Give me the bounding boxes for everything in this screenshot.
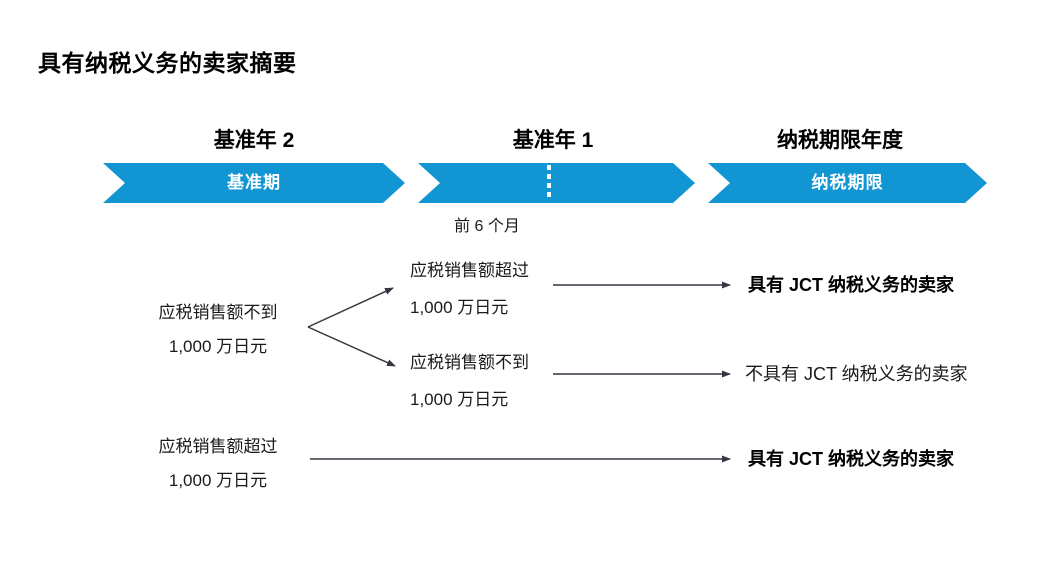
first-six-months-label: 前 6 个月 (454, 218, 520, 235)
node-base-year1-sales-under-line1: 应税销售额不到 (410, 353, 529, 372)
node-base-year2-sales-under: 应税销售额不到 1,000 万日元 (128, 296, 308, 364)
timeline-header-tax-period-year: 纳税期限年度 (777, 129, 903, 152)
six-month-divider-line (547, 165, 551, 201)
node-base-year1-sales-under-line2: 1,000 万日元 (410, 390, 509, 409)
timeline-bar-tax-period-label: 纳税期限 (811, 173, 884, 192)
timeline-bar-base-year-1 (418, 163, 695, 203)
page-title: 具有纳税义务的卖家摘要 (38, 50, 297, 76)
outcome-liable-seller-1: 具有 JCT 纳税义务的卖家 (748, 275, 955, 295)
node-base-year1-sales-over-line2: 1,000 万日元 (410, 298, 509, 317)
timeline-bar-tax-period: 纳税期限 (708, 163, 987, 203)
node-base-year1-sales-under: 应税销售额不到 1,000 万日元 (410, 344, 580, 418)
timeline-bar-base-period: 基准期 (103, 163, 405, 203)
outcome-liable-seller-2: 具有 JCT 纳税义务的卖家 (748, 449, 955, 469)
node-base-year2-sales-over-line1: 应税销售额超过 (158, 437, 278, 456)
node-base-year2-sales-over: 应税销售额超过 1,000 万日元 (128, 430, 308, 498)
timeline-bar-base-period-label: 基准期 (227, 173, 281, 192)
node-base-year2-sales-under-line2: 1,000 万日元 (168, 337, 268, 356)
timeline-header-base-year-1: 基准年 1 (512, 129, 594, 152)
node-base-year1-sales-over-line1: 应税销售额超过 (410, 261, 529, 280)
outcome-not-liable-seller: 不具有 JCT 纳税义务的卖家 (745, 364, 968, 384)
timeline-header-base-year-2: 基准年 2 (213, 129, 295, 152)
node-base-year2-sales-under-line1: 应税销售额不到 (158, 303, 278, 322)
fork-arrow-down (307, 326, 396, 367)
node-base-year1-sales-over: 应税销售额超过 1,000 万日元 (410, 252, 580, 326)
node-base-year2-sales-over-line2: 1,000 万日元 (168, 471, 268, 490)
fork-arrow-up (307, 287, 394, 328)
